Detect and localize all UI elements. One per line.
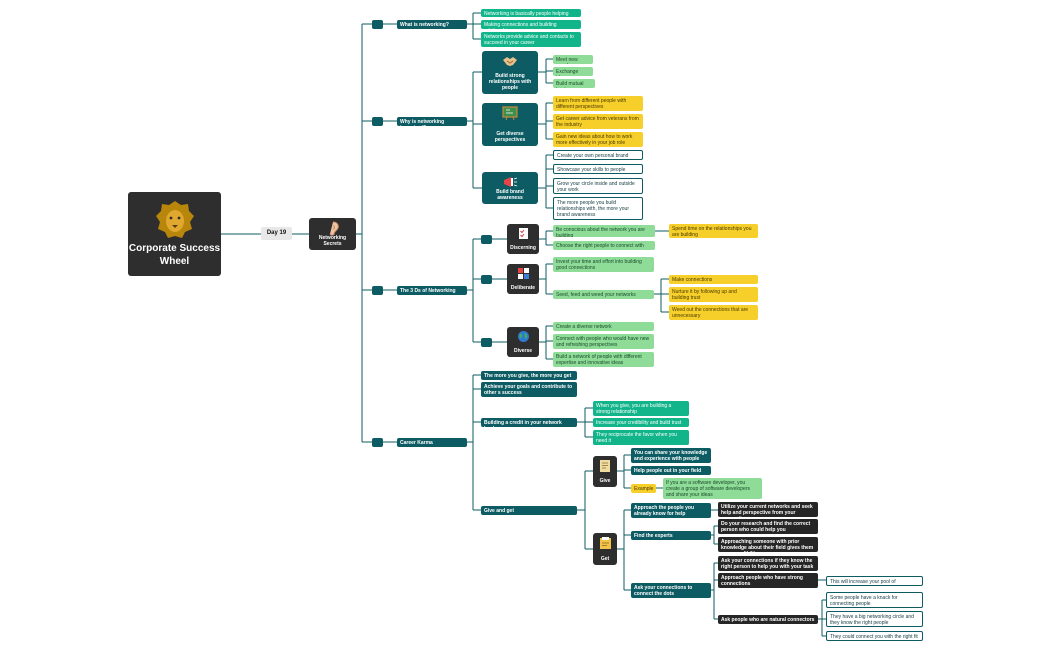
karma-item[interactable]: The more you give, the more you get bbox=[481, 371, 577, 380]
leaf-node[interactable]: Create your own personal brand bbox=[553, 150, 643, 160]
card-label: Discerning bbox=[510, 245, 536, 251]
leaf-node[interactable]: Ask your connections to connect the dots bbox=[631, 583, 711, 598]
networking-secrets-label: Networking Secrets bbox=[318, 235, 347, 247]
leaf-node[interactable]: Help people out in your field bbox=[631, 466, 711, 475]
book-icon bbox=[599, 537, 611, 549]
leaf-node[interactable]: Approach the people you already know for… bbox=[631, 503, 711, 518]
leaf-node[interactable]: You can share your knowledge and experie… bbox=[631, 448, 711, 463]
collapse-toggle[interactable] bbox=[481, 275, 492, 284]
leaf-node[interactable]: Ask your connections if they know the ri… bbox=[718, 556, 818, 571]
decision-icon bbox=[517, 268, 529, 279]
what-is-networking-node[interactable]: What is networking? bbox=[397, 20, 467, 29]
leaf-node[interactable]: Networking is basically people helping p… bbox=[481, 9, 581, 17]
leaf-node[interactable]: Some people have a knack for connecting … bbox=[826, 592, 923, 608]
leaf-node[interactable]: This will increase your pool of connecti… bbox=[826, 576, 923, 586]
leaf-node[interactable]: Create a diverse network bbox=[553, 322, 654, 331]
megaphone-icon bbox=[504, 177, 518, 187]
diverse-perspectives-card[interactable]: Get diverse perspectives bbox=[482, 103, 538, 146]
leaf-node[interactable]: Be conscious about the network you are b… bbox=[553, 225, 655, 237]
leaf-node[interactable]: They have a big networking circle and th… bbox=[826, 611, 923, 627]
checklist-icon bbox=[518, 228, 528, 239]
give-card[interactable]: Give bbox=[593, 456, 617, 487]
leaf-node[interactable]: Find the experts bbox=[631, 531, 711, 540]
karma-item[interactable]: Achieve your goals and contribute to oth… bbox=[481, 382, 577, 397]
leaf-node[interactable]: Networks provide advice and contacts to … bbox=[481, 32, 581, 47]
leaf-node[interactable]: Invest your time and effort into buildin… bbox=[553, 257, 654, 272]
leaf-node[interactable]: They reciprocate the favor when you need… bbox=[593, 430, 689, 445]
get-card[interactable]: Get bbox=[593, 533, 617, 565]
leaf-node[interactable]: Showcase your skills to people bbox=[553, 164, 643, 174]
diverse-card[interactable]: Diverse bbox=[507, 327, 539, 357]
ear-icon bbox=[329, 221, 339, 236]
leaf-node[interactable]: Build mutual trust bbox=[553, 79, 595, 88]
leaf-node[interactable]: Ask people who are natural connectors bbox=[718, 615, 818, 624]
leaf-node[interactable]: Gain new ideas about how to work more ef… bbox=[553, 132, 643, 147]
day-label[interactable]: Day 19 bbox=[261, 227, 292, 240]
collapse-toggle[interactable] bbox=[372, 20, 383, 29]
why-networking-node[interactable]: Why is networking important? bbox=[397, 117, 467, 126]
leaf-node[interactable]: Meet new people bbox=[553, 55, 593, 64]
leaf-node[interactable]: Get career advice from veterans from the… bbox=[553, 114, 643, 129]
root-title: Corporate Success Wheel bbox=[128, 243, 221, 267]
card-label: Get bbox=[600, 556, 610, 562]
leaf-node[interactable]: Approach people who have strong connecti… bbox=[718, 573, 818, 588]
leaf-node[interactable]: Increase your credibility and build trus… bbox=[593, 418, 689, 427]
discerning-card[interactable]: Discerning bbox=[507, 224, 539, 254]
leaf-node[interactable]: Making connections and building relation… bbox=[481, 20, 581, 29]
root-node[interactable]: Corporate Success Wheel bbox=[128, 192, 221, 276]
karma-item[interactable]: Give and get bbox=[481, 506, 577, 515]
leaf-node[interactable]: Utilize your current networks and seek h… bbox=[718, 502, 818, 517]
collapse-toggle[interactable] bbox=[372, 286, 383, 295]
leaf-node[interactable]: Build a network of people with different… bbox=[553, 352, 654, 367]
card-label: Build brand awareness bbox=[496, 189, 524, 201]
leaf-node[interactable]: When you give, you are building a strong… bbox=[593, 401, 689, 416]
collapse-toggle[interactable] bbox=[372, 438, 383, 447]
chalkboard-icon bbox=[502, 106, 518, 120]
leaf-node[interactable]: Seed, feed and weed your networks bbox=[553, 290, 654, 299]
leaf-node[interactable]: Grow your circle inside and outside your… bbox=[553, 178, 643, 194]
card-label: Build strong relationships with people bbox=[488, 73, 532, 91]
leaf-node[interactable]: If you are a software developer, you cre… bbox=[663, 478, 762, 499]
leaf-node[interactable]: Choose the right people to connect with bbox=[553, 241, 655, 250]
lion-head-icon bbox=[156, 201, 194, 238]
handshake-icon bbox=[503, 57, 517, 66]
career-karma-node[interactable]: Career Karma bbox=[397, 438, 467, 447]
card-label: Get diverse perspectives bbox=[494, 131, 526, 143]
build-relationships-card[interactable]: Build strong relationships with people bbox=[482, 51, 538, 94]
three-ds-node[interactable]: The 3 Ds of Networking bbox=[397, 286, 467, 295]
scroll-icon bbox=[600, 460, 610, 472]
card-label: Give bbox=[599, 478, 611, 484]
networking-secrets-node[interactable]: Networking Secrets bbox=[309, 218, 356, 250]
leaf-node[interactable]: Exchange ideas bbox=[553, 67, 593, 76]
collapse-toggle[interactable] bbox=[372, 117, 383, 126]
leaf-node[interactable]: They could connect you with the right fi… bbox=[826, 631, 923, 641]
brand-awareness-card[interactable]: Build brand awareness bbox=[482, 172, 538, 204]
leaf-node[interactable]: Learn from different people with differe… bbox=[553, 96, 643, 111]
collapse-toggle[interactable] bbox=[481, 338, 492, 347]
leaf-node[interactable]: Make connections bbox=[669, 275, 758, 284]
leaf-node[interactable]: The more people you build relationships … bbox=[553, 197, 643, 220]
globe-icon bbox=[517, 331, 529, 342]
leaf-node[interactable]: Connect with people who would have new a… bbox=[553, 334, 654, 349]
leaf-node[interactable]: Spend time on the relationships you are … bbox=[669, 224, 758, 238]
card-label: Deliberate bbox=[510, 285, 536, 291]
karma-item[interactable]: Building a credit in your network bank bbox=[481, 418, 577, 427]
leaf-node[interactable]: Approaching someone with prior knowledge… bbox=[718, 537, 818, 552]
example-label[interactable]: Example bbox=[631, 484, 656, 493]
collapse-toggle[interactable] bbox=[481, 235, 492, 244]
leaf-node[interactable]: Weed out the connections that are unnece… bbox=[669, 305, 758, 320]
leaf-node[interactable]: Do your research and find the correct pe… bbox=[718, 519, 818, 534]
card-label: Diverse bbox=[513, 348, 533, 354]
deliberate-card[interactable]: Deliberate bbox=[507, 264, 539, 294]
leaf-node[interactable]: Nurture it by following up and building … bbox=[669, 287, 758, 302]
